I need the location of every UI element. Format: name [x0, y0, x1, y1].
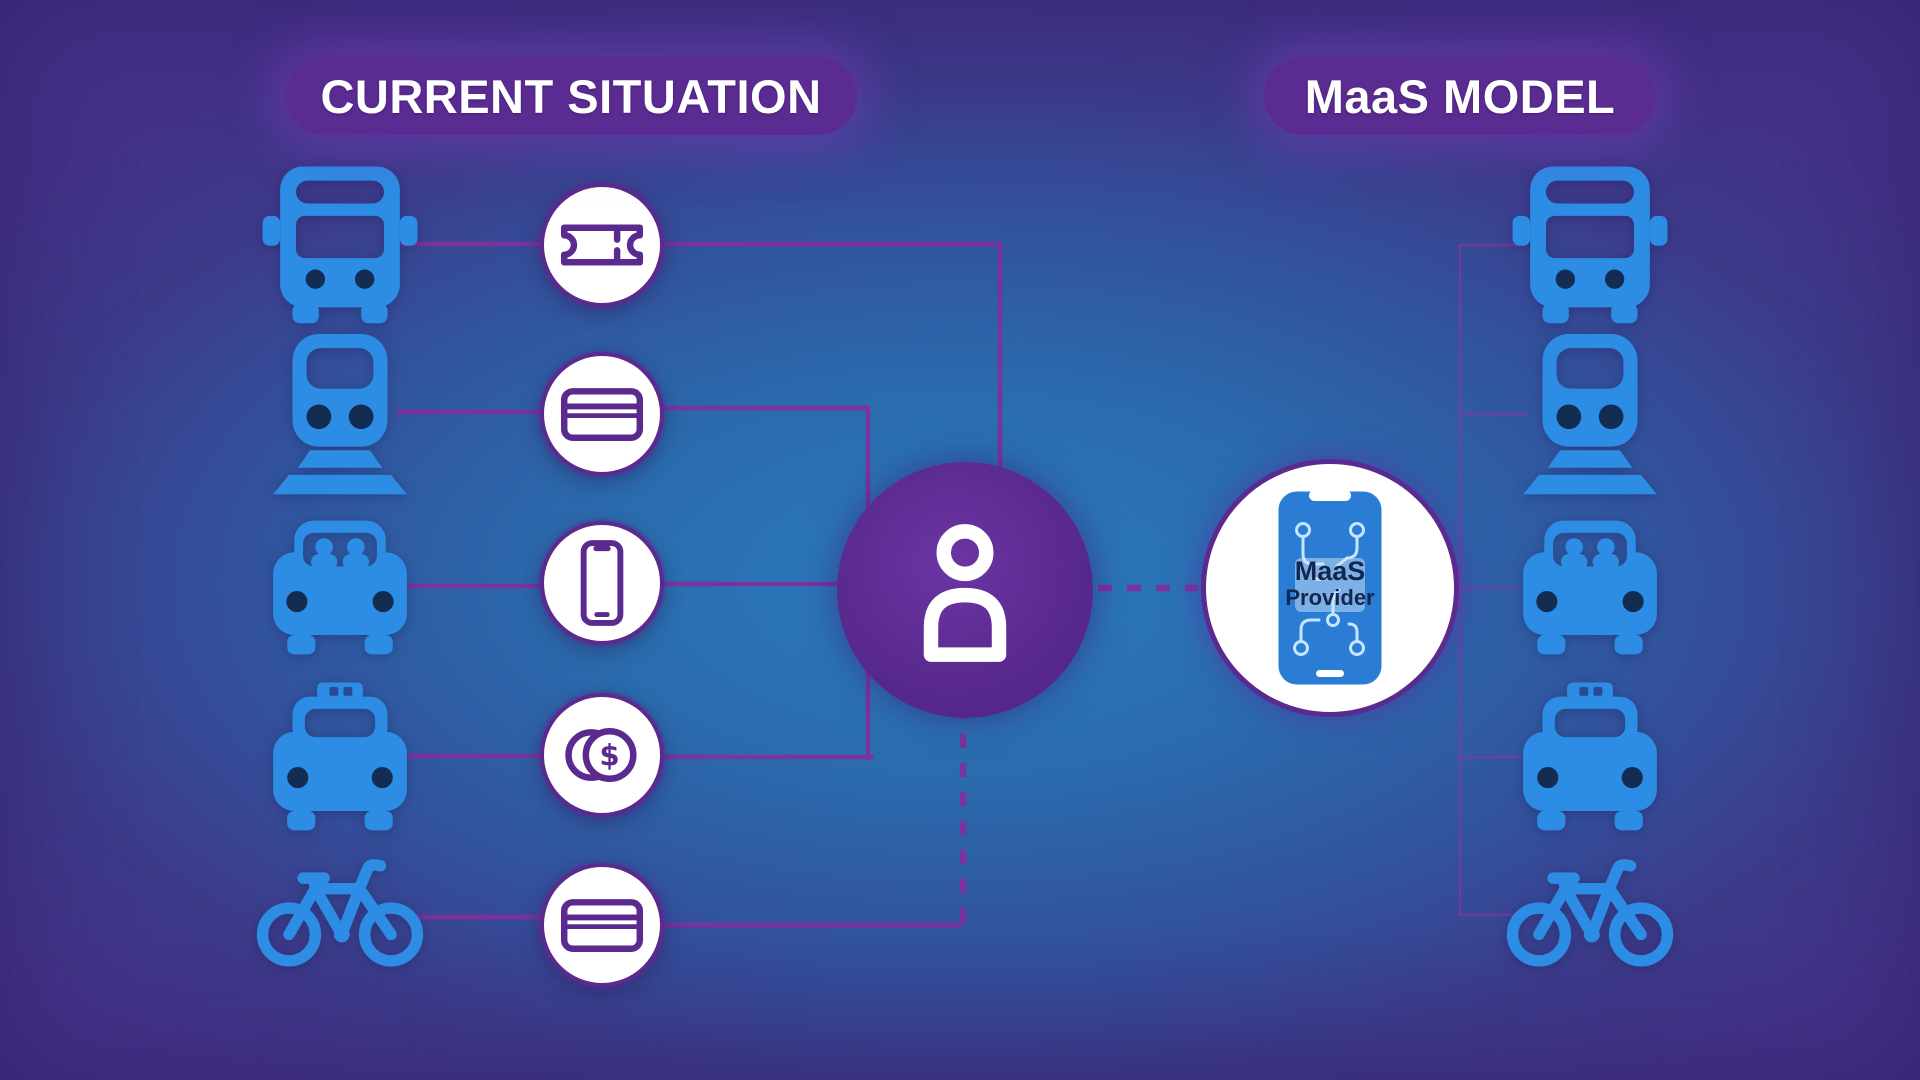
maas-to-transport-lines: [1455, 243, 1531, 917]
smartphone-circuit-icon: MaaS Provider: [1271, 484, 1389, 692]
maas-model-title-text: MaaS MODEL: [1304, 69, 1616, 123]
left-transport-to-payment-lines: [395, 241, 547, 920]
maas-model-title: MaaS MODEL: [1264, 57, 1656, 135]
user-circle: [837, 462, 1093, 718]
maas-provider-label-line2: Provider: [1285, 585, 1375, 610]
current-situation-title: CURRENT SITUATION: [285, 57, 857, 135]
maas-provider-label-line1: MaaS: [1295, 556, 1366, 586]
maas-provider-circle: MaaS Provider: [1201, 459, 1459, 717]
current-situation-title-text: CURRENT SITUATION: [320, 69, 822, 123]
payment-to-user-lines: [657, 241, 1003, 928]
person-icon: [880, 505, 1050, 675]
